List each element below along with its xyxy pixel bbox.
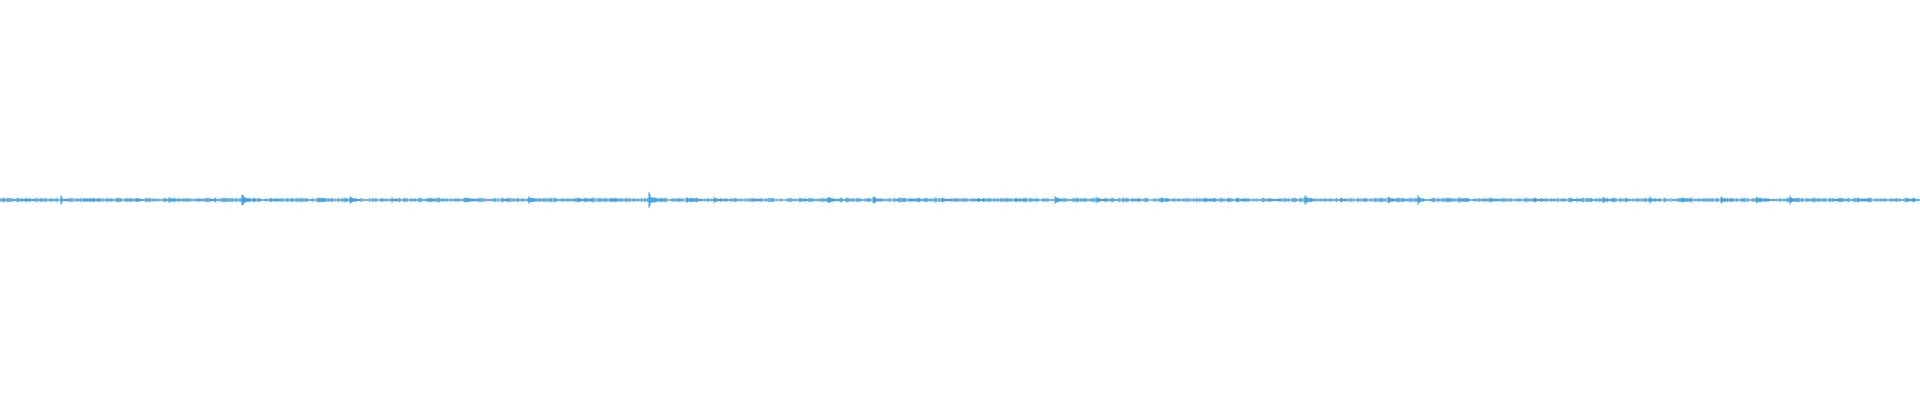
waveform-peak xyxy=(941,197,952,203)
waveform-peak xyxy=(827,197,840,203)
waveform-peak xyxy=(872,196,881,204)
waveform-peak xyxy=(1267,198,1283,202)
waveform-peak xyxy=(1681,197,1692,203)
waveform-peak xyxy=(241,194,256,206)
waveform-peak xyxy=(1014,197,1028,203)
waveform-peak xyxy=(1489,197,1501,203)
waveform-peak xyxy=(1387,196,1397,204)
waveform-peak xyxy=(1857,197,1868,203)
waveform-peak xyxy=(1720,196,1735,204)
waveform-peak xyxy=(1533,197,1548,203)
waveform-peak xyxy=(648,192,663,208)
waveform-peak xyxy=(1235,197,1250,203)
waveform-peak xyxy=(752,198,760,202)
waveform-peak xyxy=(1458,197,1471,203)
waveform-noise xyxy=(0,197,1920,203)
waveform-peak xyxy=(19,198,35,202)
waveform-peak xyxy=(1340,197,1348,203)
waveform-peak xyxy=(1304,195,1315,205)
waveform-peak xyxy=(1132,198,1140,202)
waveform-peak xyxy=(576,197,592,203)
waveform-peak xyxy=(1602,196,1614,204)
waveform-peak xyxy=(84,198,98,202)
waveform-peak xyxy=(1649,196,1659,204)
waveform-peak xyxy=(391,197,399,203)
waveform-peak xyxy=(60,195,68,205)
waveform-peak xyxy=(528,196,539,204)
waveform-peak xyxy=(135,197,142,203)
waveform-peak xyxy=(611,198,619,202)
waveform-peak xyxy=(208,198,217,202)
waveform-peak xyxy=(349,196,360,204)
waveform-peak xyxy=(686,197,702,203)
waveform-peak xyxy=(1789,195,1798,205)
waveform-peak xyxy=(1161,197,1171,203)
waveform-peak xyxy=(318,197,326,203)
waveform-samples xyxy=(0,192,1920,208)
waveform-peak xyxy=(973,198,985,202)
waveform-peak xyxy=(168,197,179,203)
waveform-peak xyxy=(1095,196,1107,204)
waveform-peak xyxy=(1204,198,1216,202)
waveform-peak xyxy=(1755,196,1771,204)
waveform-peak xyxy=(501,197,509,203)
waveform-peak xyxy=(464,197,480,203)
waveform-peak xyxy=(270,197,280,203)
waveform-peak xyxy=(1054,196,1063,204)
waveform-peak xyxy=(1417,194,1426,206)
waveform-peak xyxy=(428,197,435,203)
waveform-peak xyxy=(1570,197,1582,203)
waveform-peak xyxy=(713,196,727,204)
waveform-peak xyxy=(909,197,920,203)
waveform-peak xyxy=(1906,198,1916,202)
waveform-peak xyxy=(1832,197,1843,203)
waveform-peak xyxy=(800,198,808,202)
